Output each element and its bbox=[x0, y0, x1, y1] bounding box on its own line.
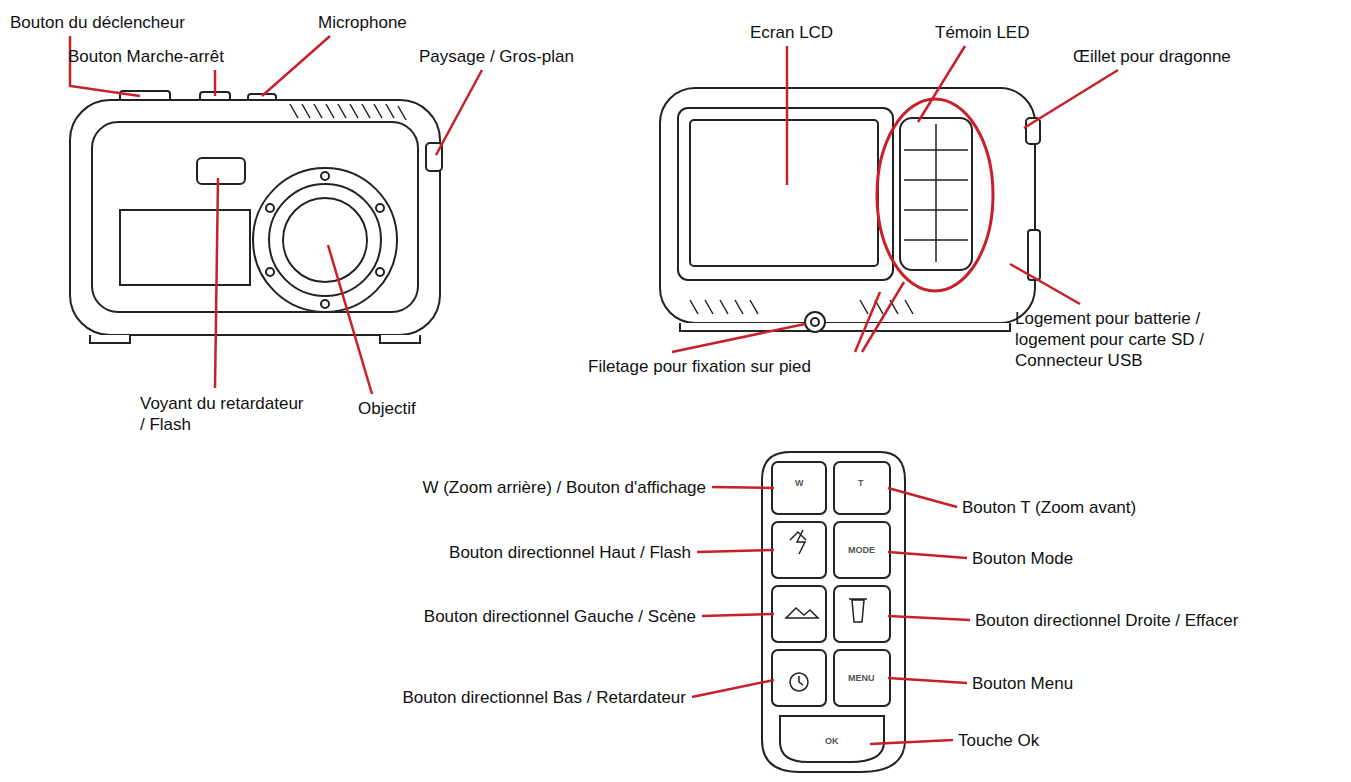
button-text: T bbox=[858, 478, 864, 488]
part-label: Microphone bbox=[318, 12, 407, 33]
part-label: Témoin LED bbox=[935, 22, 1029, 43]
part-label: Filetage pour fixation sur pied bbox=[588, 356, 811, 377]
highlight-ellipse bbox=[877, 99, 993, 291]
part-label: Œillet pour dragonne bbox=[1073, 46, 1231, 67]
part-label: Bouton T (Zoom avant) bbox=[962, 497, 1136, 518]
part-label: Paysage / Gros-plan bbox=[419, 46, 574, 67]
keypad-detail bbox=[762, 452, 905, 772]
back-view bbox=[660, 88, 1040, 332]
button-text: OK bbox=[825, 736, 839, 746]
part-label: Objectif bbox=[358, 398, 416, 419]
part-label: Bouton directionnel Haut / Flash bbox=[449, 542, 691, 563]
part-label: Bouton Marche-arrêt bbox=[68, 46, 224, 67]
part-label: W (Zoom arrière) / Bouton d'affichage bbox=[422, 477, 706, 498]
front-view bbox=[70, 91, 442, 343]
part-label: Bouton directionnel Droite / Effacer bbox=[975, 610, 1238, 631]
part-label: Bouton du déclencheur bbox=[10, 12, 185, 33]
part-label: Bouton Mode bbox=[972, 548, 1073, 569]
part-label: Ecran LCD bbox=[750, 22, 833, 43]
part-label: Touche Ok bbox=[958, 730, 1039, 751]
leader-lines bbox=[70, 36, 1118, 744]
part-label: Bouton Menu bbox=[972, 673, 1073, 694]
part-label: Voyant du retardateur / Flash bbox=[140, 393, 308, 435]
button-text: MODE bbox=[848, 545, 875, 555]
part-label: Bouton directionnel Bas / Retardateur bbox=[402, 687, 686, 708]
button-text: MENU bbox=[848, 673, 875, 683]
part-label: Logement pour batterie / logement pour c… bbox=[1015, 308, 1237, 371]
button-text: W bbox=[795, 478, 804, 488]
part-label: Bouton directionnel Gauche / Scène bbox=[424, 606, 696, 627]
